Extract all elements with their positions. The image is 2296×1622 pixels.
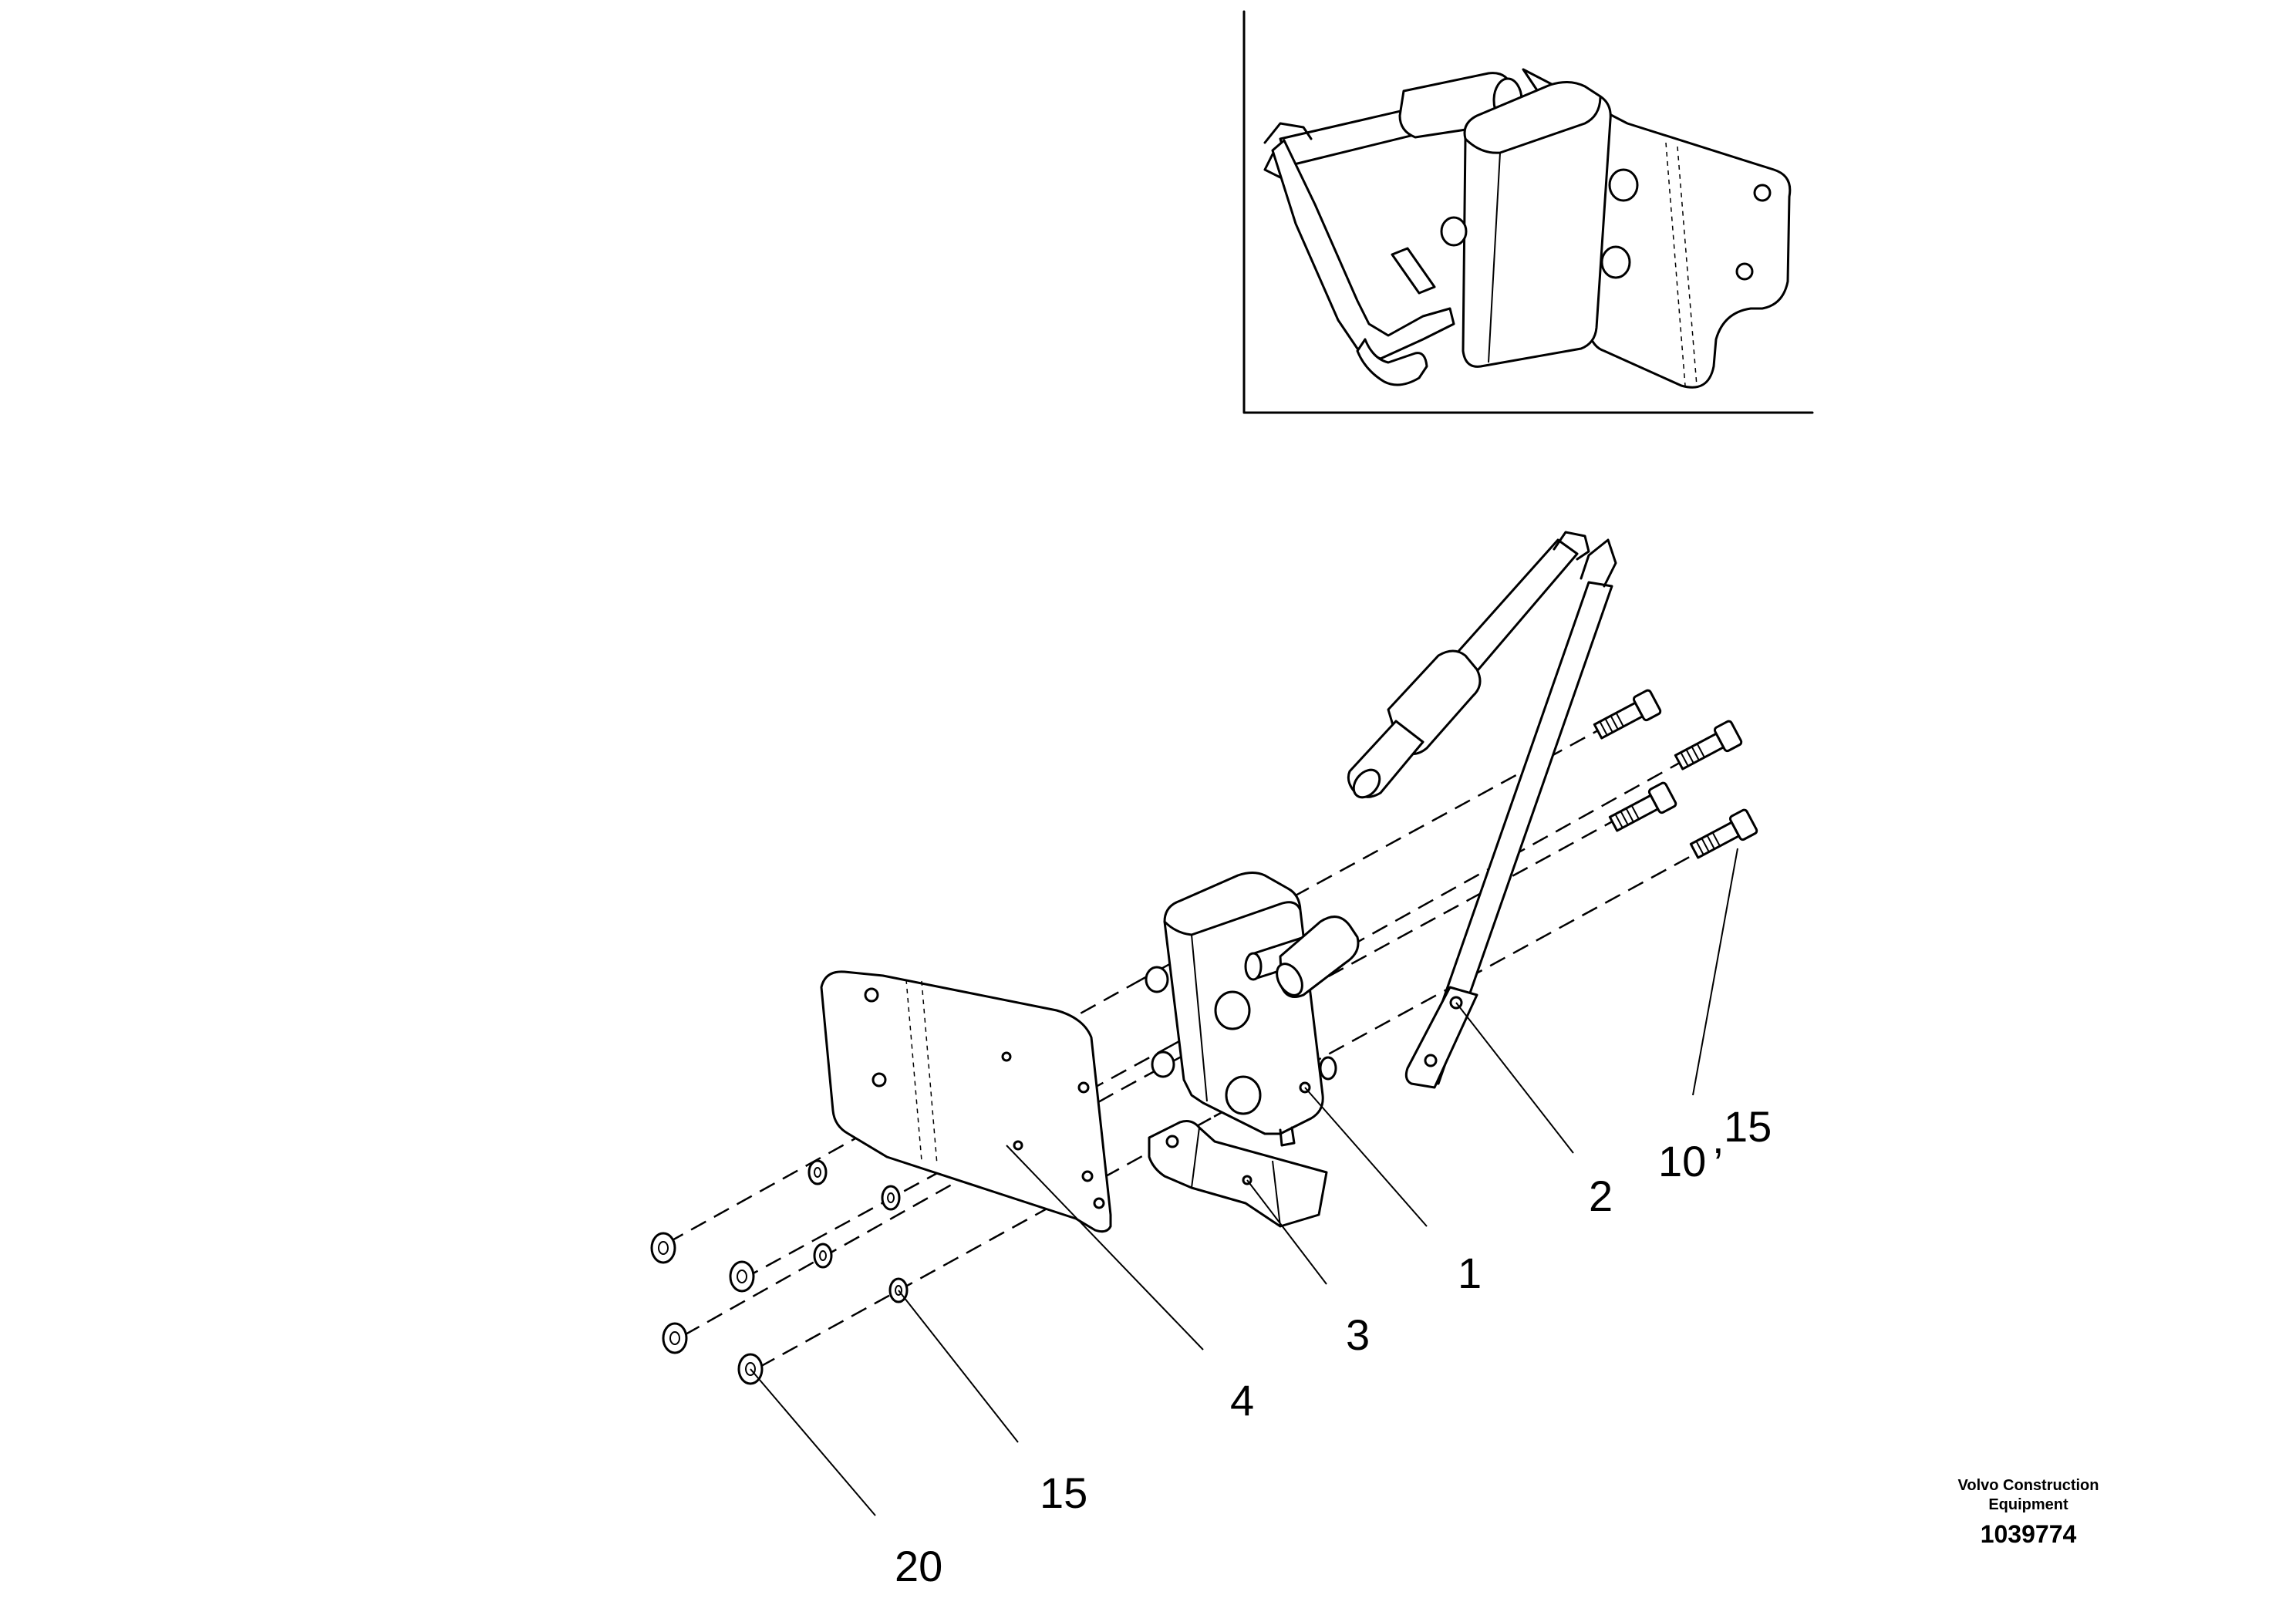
callout-15: 15 [1040,1469,1087,1517]
brand-line-1: Volvo Construction [1958,1477,2099,1494]
part-10-bolt [1593,689,1662,740]
part-4-plate-hole [1077,1081,1090,1094]
part-1-box-edge [1191,934,1208,1102]
part-20-nut [729,1260,755,1293]
callout-1: 1 [1458,1249,1482,1297]
part-20-nut [662,1322,688,1354]
inset-plate-bend [1677,146,1698,386]
callout-10-15: 15 [1724,1102,1772,1151]
part-10-bolt [1608,781,1677,832]
part-15-washer [881,1185,901,1211]
leader-line-1 [1304,1087,1428,1227]
inset-control-box [1462,81,1612,368]
assembly-axis [755,1117,1212,1371]
part-3-hole [1165,1135,1179,1148]
part-20-nut [650,1232,676,1264]
inset-handle-bar [1271,139,1455,360]
callout-10: 10 [1658,1137,1706,1185]
leader-line-3 [1246,1179,1327,1285]
leader-line-4 [1006,1145,1204,1351]
leader-line-10-15 [1692,848,1738,1096]
part-1-box-top [1163,901,1302,936]
part-4-bracket-plate [820,970,1112,1233]
part-1-box-hole [1299,1081,1311,1094]
part-2-rod-hole [1424,1054,1438,1067]
inset-lever [1391,247,1436,295]
part-2-rod-lower [1404,986,1478,1089]
callout-20: 20 [895,1542,942,1590]
part-1-box-knob [1225,1075,1262,1115]
part-4-plate-hole [872,1072,887,1088]
part-4-plate-bend [905,979,922,1162]
part-10-bolt [1674,720,1743,771]
part-10-bolt [1689,808,1758,859]
part-1-shaft-end [1244,952,1263,981]
inset-plate-hole [1735,262,1754,281]
part-1-box-knob [1145,966,1169,993]
part-1-box-knob [1214,990,1251,1030]
leader-line-15 [898,1290,1019,1443]
inset-box-knob [1440,216,1468,247]
footer-brand-block: Volvo Construction Equipment 1039774 [1958,1477,2099,1548]
main-exploded-view: 1 2 3 4 10 , 15 15 20 [650,531,1772,1590]
part-4-plate-hole [1001,1051,1012,1062]
inset-frame [1242,10,1814,414]
part-2-rod-clevis [1580,538,1617,588]
part-3-angle-bracket [1148,1120,1328,1228]
part-1-socket-end [1276,963,1303,996]
callout-2: 2 [1589,1172,1613,1220]
callout-4: 4 [1230,1376,1254,1425]
inset-plate-hole [1753,184,1772,202]
part-1-box-stub [1279,1126,1296,1147]
leader-line-2 [1455,1002,1574,1154]
callout-separator: , [1712,1114,1725,1162]
document-number: 1039774 [1981,1520,2077,1548]
part-2-hinge [1553,531,1590,561]
inset-handle-grip [1356,338,1428,386]
part-4-plate-hole [864,987,879,1003]
inset-box-knob [1600,245,1631,279]
inset-box-knob [1608,168,1639,202]
inset-assembled-view [1242,10,1814,414]
part-4-plate-hole [1081,1170,1094,1182]
inset-box-top [1464,95,1602,154]
part-2-rod-hole [1449,996,1463,1010]
inset-rod-clip [1263,122,1313,179]
callout-3: 3 [1346,1310,1370,1359]
assembly-axis [1172,758,1686,1047]
part-15-washer [807,1159,828,1185]
part-1-box-knob [1151,1050,1175,1078]
inset-box-edge [1488,152,1501,363]
part-1-box-knob [1319,1056,1337,1081]
part-2-tube-opening [1352,768,1381,799]
part-3-hole [1242,1175,1253,1185]
inset-plate-bend [1665,142,1686,386]
leader-line-20 [750,1368,876,1516]
part-15-washer [813,1243,833,1269]
part-3-bend [1272,1160,1281,1227]
part-4-plate-hole [1093,1197,1105,1209]
part-3-bend [1191,1127,1200,1189]
part-4-plate-bend [921,980,938,1165]
brand-line-2: Equipment [1988,1496,2068,1513]
part-4-plate-hole [1013,1140,1023,1151]
